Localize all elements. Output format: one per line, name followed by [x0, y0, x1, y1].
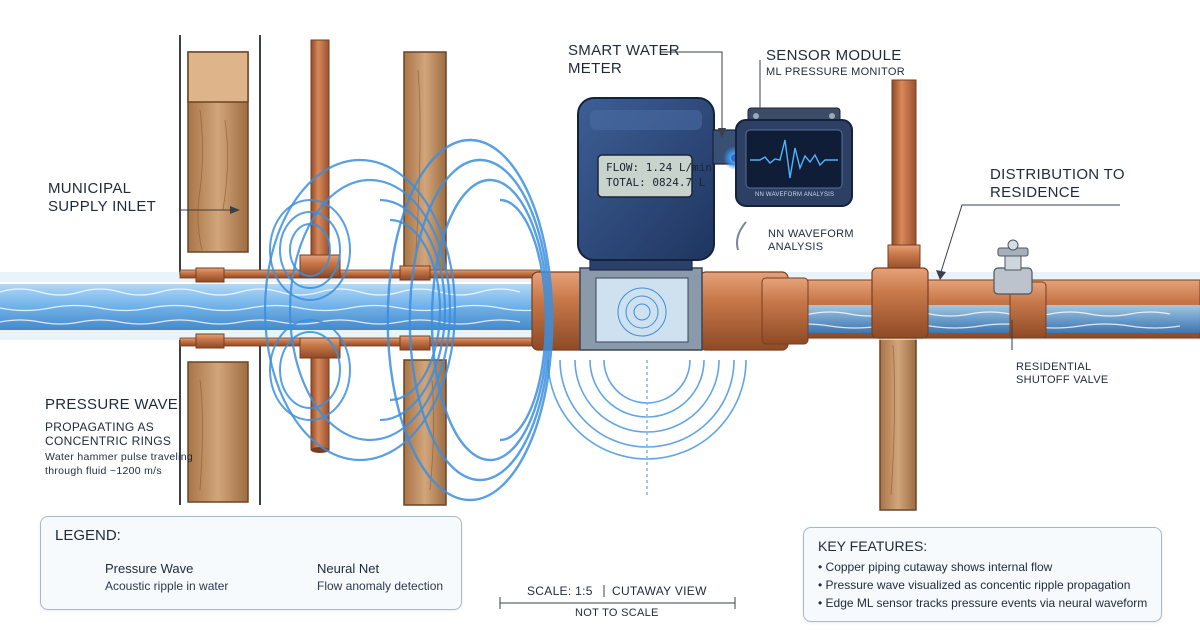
shutoff-valve	[993, 239, 1033, 295]
legend-item-pressure-wave: Pressure Wave	[105, 561, 194, 576]
stud-right	[879, 334, 917, 511]
smart-meter-label: SMART WATER METER	[568, 42, 680, 77]
pressure-wave-subtitle: PROPAGATING AS CONCENTRIC RINGS	[45, 420, 172, 448]
flow-reading: FLOW: 1.24 L/min	[606, 161, 712, 174]
callout-lines	[180, 51, 1120, 609]
sensor-caption: NN WAVEFORM ANALYSIS	[755, 192, 835, 198]
key-feature-item: • Copper piping cutaway shows internal f…	[818, 560, 1053, 574]
sensor-screen	[745, 129, 843, 189]
pressure-ripples	[263, 138, 747, 502]
riser-pipe-right	[891, 79, 917, 266]
legend-title: LEGEND:	[55, 527, 121, 544]
pressure-wave-note: Water hammer pulse traveling through flu…	[45, 451, 194, 477]
stud-middle	[403, 51, 447, 273]
nn-waveform-callout: NN WAVEFORM ANALYSIS	[768, 228, 854, 253]
key-features-title: KEY FEATURES:	[818, 538, 928, 554]
wood-studs	[187, 51, 917, 511]
key-features-panel: KEY FEATURES: • Copper piping cutaway sh…	[803, 527, 1162, 622]
legend-item-neural-net: Neural Net	[317, 561, 380, 576]
meter-display	[597, 154, 693, 198]
not-to-scale-note: NOT TO SCALE	[575, 607, 659, 619]
waveform-trace	[750, 139, 838, 179]
scale-text: SCALE: 1:5	[527, 584, 593, 598]
pressure-wave-title: PRESSURE WAVE	[45, 396, 179, 413]
sensor-module	[735, 107, 853, 251]
total-reading: TOTAL: 0824.7 L	[606, 176, 706, 189]
cutaway-view-text: CUTAWAY VIEW	[612, 584, 707, 598]
key-feature-item: • Pressure wave visualized as concentic …	[818, 578, 1131, 592]
legend-item-pressure-wave-desc: Acoustic ripple in water	[105, 579, 229, 593]
key-feature-item: • Edge ML sensor tracks pressure events …	[818, 596, 1148, 610]
legend-item-neural-net-desc: Flow anomaly detection	[317, 579, 444, 593]
meter-readout: FLOW: 1.24 L/min TOTAL: 0824.7 L	[606, 160, 712, 190]
distribution-label: DISTRIBUTION TO RESIDENCE	[990, 166, 1125, 201]
meter-coupling-left	[531, 271, 585, 351]
municipal-inlet-label: MUNICIPAL SUPPLY INLET	[48, 180, 157, 215]
legend-panel: LEGEND: Pressure Wave Acoustic ripple in…	[40, 516, 462, 610]
shutoff-valve-label: RESIDENTIAL SHUTOFF VALVE	[1016, 361, 1109, 386]
callout-arrowheads	[230, 128, 946, 280]
sensor-module-label: SENSOR MODULE	[766, 47, 902, 64]
sensor-subtitle: ML PRESSURE MONITOR	[766, 66, 905, 78]
smart-water-meter	[577, 97, 747, 351]
